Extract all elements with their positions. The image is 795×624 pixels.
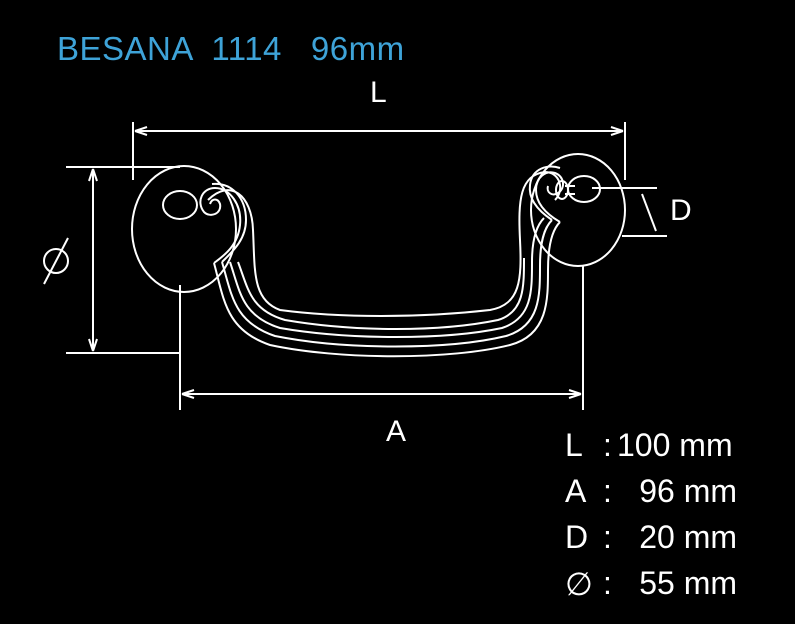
spec-key: L	[565, 427, 583, 463]
product-title: BESANA 1114 96mm	[57, 30, 405, 67]
diameter-arrow-bottom	[88, 338, 98, 352]
spec-separator: :	[603, 473, 612, 509]
spec-value: 96 mm	[639, 473, 737, 509]
diameter-symbol-slash	[43, 237, 69, 285]
spec-row: D : 20 mm	[555, 519, 795, 565]
d-label: D	[670, 194, 692, 227]
spec-value: 55 mm	[639, 565, 737, 601]
l-arrow-left	[134, 126, 148, 136]
spec-key: ∅	[565, 566, 593, 602]
l-arrow-right	[610, 126, 624, 136]
spec-separator: :	[603, 565, 612, 601]
spec-key: A	[565, 473, 587, 509]
diameter-symbol-circle	[43, 248, 69, 274]
right-ring	[565, 185, 575, 195]
right-scroll-end	[534, 171, 564, 223]
left-backplate	[131, 165, 237, 293]
spec-key: D	[565, 519, 589, 555]
handle-rail-2	[221, 219, 553, 348]
spec-row: ∅ : 55 mm	[555, 565, 795, 611]
handle-rail-1	[213, 221, 561, 358]
d-dimension-line	[641, 193, 657, 232]
right-ring-knot	[555, 180, 569, 200]
spec-value: 100 mm	[617, 427, 733, 463]
a-arrow-right	[568, 389, 582, 399]
spec-separator: :	[603, 427, 612, 463]
spec-row: L : 100 mm	[555, 427, 795, 473]
right-backplate	[530, 153, 626, 267]
handle-outer	[207, 170, 562, 317]
spec-list: L : 100 mm A : 96 mm D : 20 mm ∅ : 55 mm	[555, 427, 795, 611]
spec-row: A : 96 mm	[555, 473, 795, 519]
a-arrow-left	[181, 389, 195, 399]
handle-rail-4	[237, 257, 525, 330]
left-scroll-inner	[211, 182, 248, 263]
right-scroll-inner	[528, 165, 561, 221]
left-scroll-end	[199, 186, 242, 264]
l-label: L	[370, 76, 387, 109]
left-screw-hole	[162, 190, 198, 220]
a-label: A	[386, 415, 407, 448]
spec-value: 20 mm	[639, 519, 737, 555]
spec-separator: :	[603, 519, 612, 555]
diameter-arrow-top	[88, 168, 98, 182]
handle-rail-3	[229, 217, 545, 338]
